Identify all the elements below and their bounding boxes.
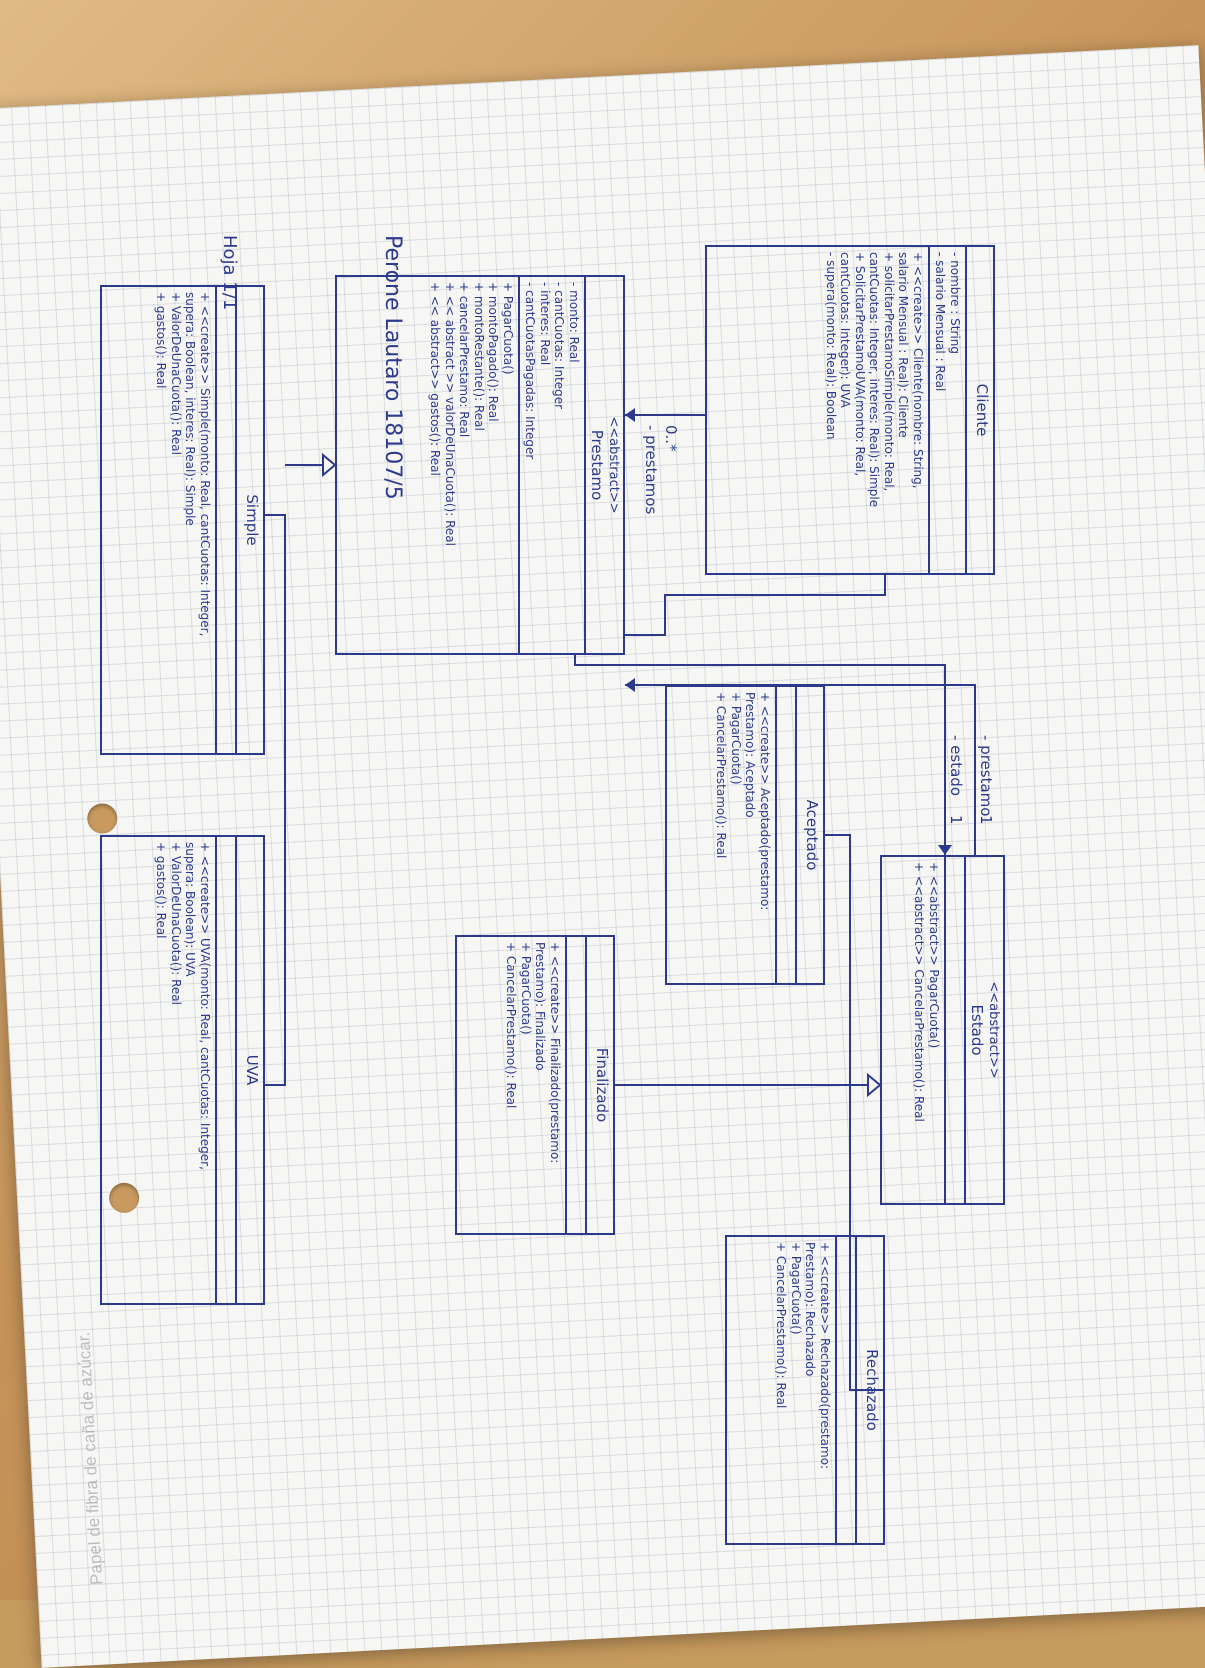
label-prestamos-role: - prestamos bbox=[642, 425, 660, 515]
association-arrowhead bbox=[938, 845, 952, 855]
generalization-prestamo-branch bbox=[265, 514, 286, 1086]
association-cliente-prestamo-path bbox=[625, 575, 886, 636]
association-arrowhead bbox=[625, 678, 635, 692]
generalization-estado-branch bbox=[615, 834, 851, 1086]
label-estado-multiplicity: 1 bbox=[947, 815, 965, 825]
association-arrowhead bbox=[625, 408, 635, 422]
label-prestamo-multiplicity: 1 bbox=[977, 815, 995, 825]
label-prestamos-multiplicity: 0..* bbox=[662, 425, 680, 452]
connectors bbox=[265, 408, 976, 1391]
generalization-triangle bbox=[867, 1072, 882, 1098]
label-prestamo-role: - prestamo bbox=[977, 735, 995, 817]
label-estado-role: - estado bbox=[947, 735, 965, 796]
association-prestamo-estado bbox=[574, 655, 946, 855]
uml-diagram: Hoja 1/1 Perone Lautaro 18107/5 Cliente … bbox=[45, 215, 1025, 1575]
association-estado-prestamo bbox=[625, 684, 976, 855]
generalization-triangle bbox=[322, 452, 337, 478]
generalization-estado-right bbox=[849, 1085, 885, 1391]
